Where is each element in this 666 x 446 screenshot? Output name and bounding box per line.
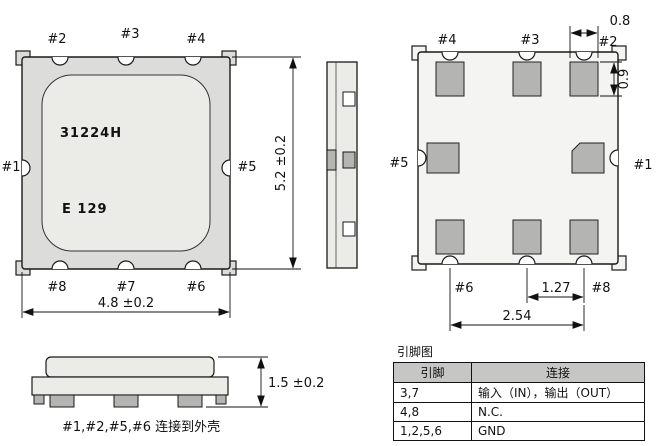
pin-label-1: #1 bbox=[1, 160, 20, 175]
pin-label-5: #5 bbox=[237, 160, 256, 175]
bottom-view-pads bbox=[426, 61, 605, 255]
dim-pitch-1-27 bbox=[526, 268, 585, 303]
top-view: 31224H E 129 #2 #3 #4 #1 #5 #8 #7 #6 5.2… bbox=[1, 27, 301, 318]
dim-pad-width-label: 0.8 bbox=[610, 14, 631, 29]
side-view-left-pad bbox=[326, 149, 337, 171]
top-view-lid bbox=[41, 74, 211, 252]
profile-lid bbox=[45, 356, 215, 378]
dim-height-label: 5.2 ±0.2 bbox=[274, 135, 289, 191]
dim-pad-width-0-8 bbox=[569, 26, 599, 58]
connection-cell: 输入（IN），输出（OUT） bbox=[471, 382, 645, 403]
pin-label-2: #2 bbox=[598, 35, 617, 50]
bottom-view-pin-labels: #4 #3 #2 #5 #1 #6 #8 bbox=[389, 33, 652, 296]
pin-label-3: #3 bbox=[120, 27, 139, 42]
dim-width-4-8 bbox=[21, 272, 231, 318]
pin-label-8: #8 bbox=[47, 280, 66, 295]
dim-pitch-label: 1.27 bbox=[542, 281, 571, 296]
date-code: E 129 bbox=[62, 202, 108, 217]
case-connection-note: #1,#2,#5,#6 连接到外壳 bbox=[62, 419, 220, 435]
dim-pad-height-label: 0.9 bbox=[617, 69, 632, 90]
connection-cell: N.C. bbox=[471, 402, 645, 422]
side-view bbox=[326, 61, 358, 269]
bottom-view-castellation-notches bbox=[418, 52, 618, 264]
pin-label-6: #6 bbox=[186, 280, 205, 295]
pin-label-1: #1 bbox=[633, 158, 652, 173]
pin1-indicator-pad bbox=[571, 142, 605, 174]
dim-pad-height-0-9 bbox=[600, 61, 622, 97]
side-view-castellation-top bbox=[342, 91, 356, 107]
side-view-castellation-mid bbox=[342, 151, 356, 169]
dim-thickness-label: 1.5 ±0.2 bbox=[268, 376, 324, 391]
dim-pitch2-2-54 bbox=[449, 268, 585, 331]
table-row: 1,2,5,6 GND bbox=[393, 421, 645, 441]
profile-view: 1.5 ±0.2 #1,#2,#5,#6 连接到外壳 bbox=[31, 356, 324, 435]
pin-cell: 4,8 bbox=[393, 402, 472, 422]
pin-label-3: #3 bbox=[520, 33, 539, 48]
dim-height-5-2 bbox=[232, 56, 301, 270]
pin-label-5: #5 bbox=[389, 156, 408, 171]
pin-table: 引脚 连接 3,7 输入（IN），输出（OUT） 4,8 N.C. 1,2,5,… bbox=[393, 362, 645, 441]
pin-table-title: 引脚图 bbox=[397, 345, 434, 359]
dim-pitch2-label: 2.54 bbox=[503, 309, 532, 324]
table-row: 4,8 N.C. bbox=[393, 402, 645, 422]
pin-label-8: #8 bbox=[591, 281, 610, 296]
side-view-castellation-bottom bbox=[342, 221, 356, 237]
pin-table-header-row: 引脚 连接 bbox=[393, 362, 645, 383]
top-view-pin-labels: #2 #3 #4 #1 #5 #8 #7 #6 bbox=[1, 27, 256, 295]
bottom-view: #4 #3 #2 #5 #1 #6 #8 0.8 0.9 1.27 bbox=[389, 14, 653, 331]
pin-label-2: #2 bbox=[47, 32, 66, 47]
pin-label-4: #4 bbox=[186, 32, 205, 47]
connection-cell: GND bbox=[471, 421, 645, 441]
part-number: 31224H bbox=[60, 126, 122, 141]
top-view-castellation-notches bbox=[22, 57, 230, 269]
pin-table-header-connection: 连接 bbox=[471, 362, 645, 383]
pin-cell: 1,2,5,6 bbox=[393, 421, 472, 441]
profile-pads bbox=[33, 394, 227, 408]
dim-thickness-1-5 bbox=[206, 356, 268, 408]
profile-base bbox=[31, 376, 229, 396]
pin-label-6: #6 bbox=[454, 281, 473, 296]
pin-table-header-pin: 引脚 bbox=[393, 362, 472, 383]
pin-label-4: #4 bbox=[437, 33, 456, 48]
pin-label-7: #7 bbox=[116, 280, 135, 295]
pin-cell: 3,7 bbox=[393, 382, 472, 403]
table-row: 3,7 输入（IN），输出（OUT） bbox=[393, 382, 645, 403]
dim-width-label: 4.8 ±0.2 bbox=[98, 296, 154, 311]
pin-table-section: 引脚图 引脚 连接 3,7 输入（IN），输出（OUT） 4,8 N.C. 1,… bbox=[393, 343, 645, 441]
